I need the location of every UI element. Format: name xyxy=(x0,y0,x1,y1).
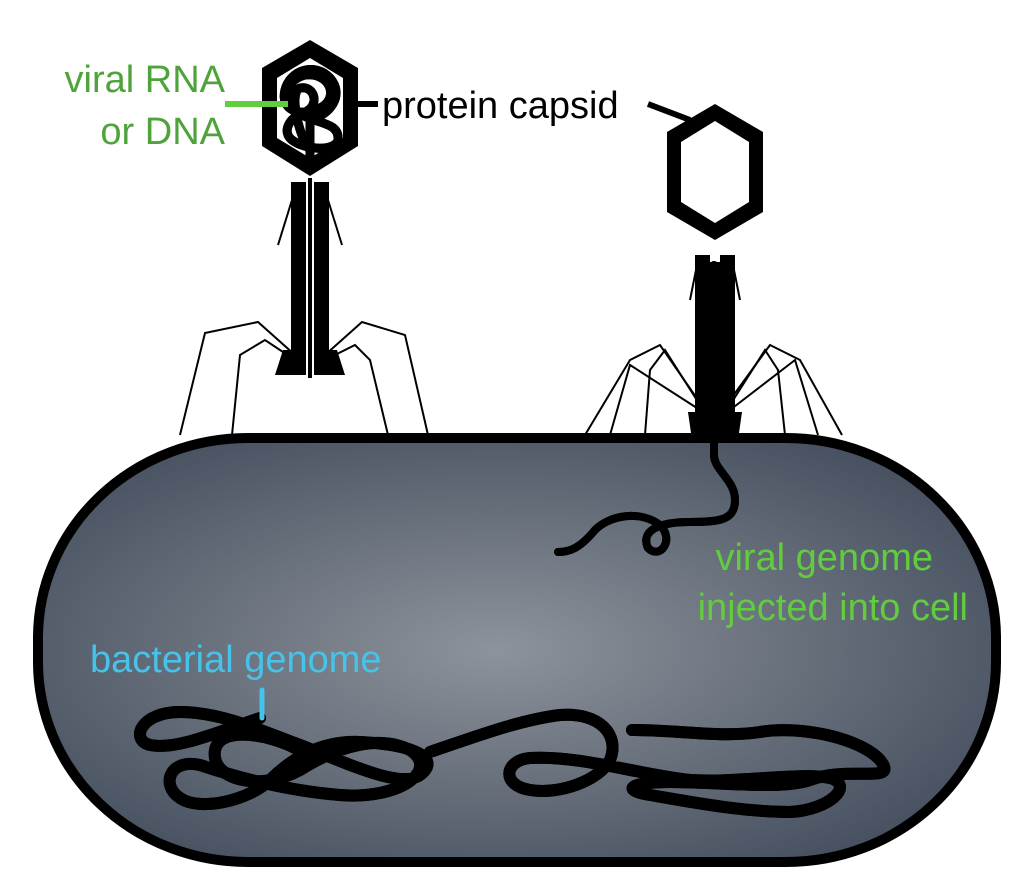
viral-genome-strand xyxy=(554,261,740,556)
bacterial-cell xyxy=(33,433,1001,867)
phage-left-tail xyxy=(275,178,345,378)
viral-rna-tangle xyxy=(284,69,338,165)
bacterial-genome-strand xyxy=(140,687,885,818)
protein-capsid-pointer-right xyxy=(646,101,692,123)
label-viral-rna-line1: viral RNA xyxy=(65,59,226,101)
label-protein-capsid: protein capsid xyxy=(382,85,619,127)
phage-right-capsid xyxy=(667,104,763,240)
label-bacterial-genome: bacterial genome xyxy=(90,639,382,681)
label-viral-rna-line2: or DNA xyxy=(100,111,225,153)
label-viral-genome-line2: injected into cell xyxy=(698,587,968,629)
label-viral-genome-line1: viral genome xyxy=(715,537,933,579)
phage-left-tail-fibers xyxy=(179,199,429,436)
